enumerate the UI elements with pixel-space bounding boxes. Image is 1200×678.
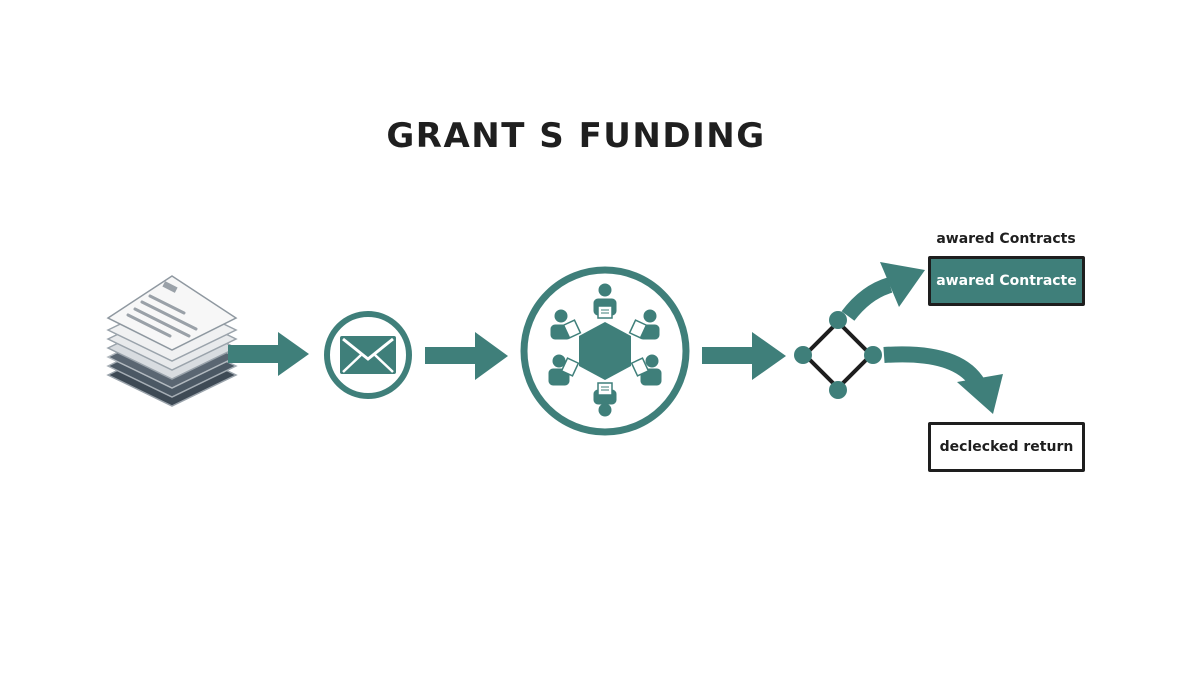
- awarded-caption: awared Contracts: [936, 231, 1076, 247]
- diagram-title: GRANT S FUNDING: [386, 116, 766, 156]
- arrow-documents-to-envelope: [228, 332, 309, 376]
- document-stack-icon: [106, 275, 238, 407]
- declined-return-label: declecked return: [939, 439, 1074, 455]
- awarded-contracts-box: awared Contracte: [928, 256, 1085, 306]
- envelope-icon: [324, 311, 412, 399]
- arrow-to-declined: [883, 346, 1003, 414]
- arrow-to-awarded: [841, 262, 925, 321]
- decision-diamond-icon: [794, 311, 882, 399]
- arrow-committee-to-decision: [702, 332, 786, 380]
- committee-table-icon: [520, 266, 690, 436]
- declined-return-box: declecked return: [928, 422, 1085, 472]
- awarded-contracts-label: awared Contracte: [936, 273, 1077, 289]
- arrow-envelope-to-committee: [425, 332, 508, 380]
